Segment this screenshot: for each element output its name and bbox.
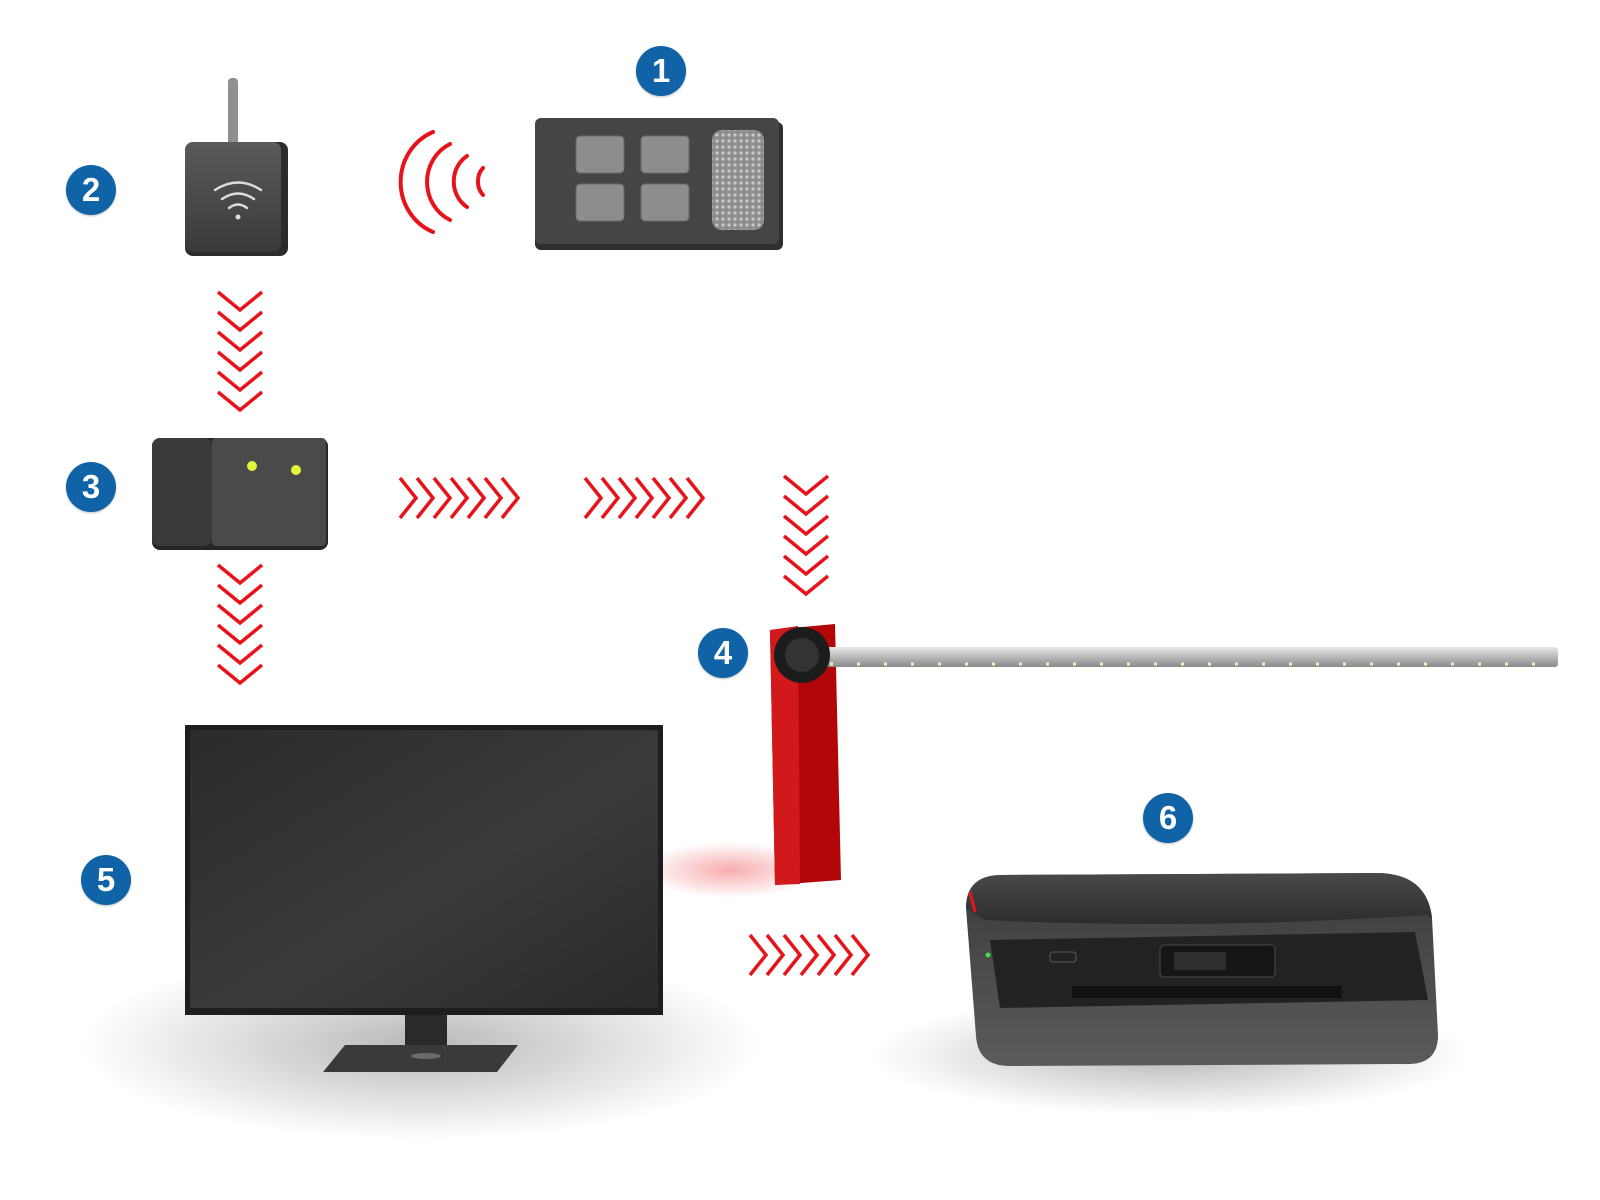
chevron-icon — [216, 290, 264, 313]
monitor-icon — [185, 725, 663, 1072]
wireless-receiver-icon — [185, 78, 288, 256]
keypad-remote-icon — [535, 118, 783, 250]
chevron-icon — [765, 933, 786, 977]
badge-2-label: 2 — [81, 171, 101, 208]
badge-5: 5 — [81, 855, 131, 905]
chevron-icon — [216, 563, 264, 586]
badge-3-label: 3 — [81, 468, 101, 505]
chevron-icon — [782, 554, 830, 577]
chevron-icon — [816, 933, 837, 977]
chevron-icon — [799, 933, 820, 977]
chevron-icon — [415, 476, 436, 520]
badge-4-label: 4 — [713, 634, 733, 671]
badge-6: 6 — [1143, 793, 1193, 843]
chevron-icon — [449, 476, 470, 520]
chevron-icon — [617, 476, 638, 520]
chevron-icon — [782, 494, 830, 517]
chevron-icon — [483, 476, 504, 520]
chevron-icon — [748, 933, 769, 977]
barrier-gate-icon — [770, 624, 1558, 885]
chevron-icon — [600, 476, 621, 520]
chevron-icon — [216, 583, 264, 606]
chevron-arrow-group-3 — [782, 474, 830, 597]
radio-waves-icon — [398, 130, 485, 234]
chevron-arrow-group-5 — [583, 476, 706, 520]
chevron-icon — [668, 476, 689, 520]
badge-1: 1 — [636, 46, 686, 96]
chevron-icon — [583, 476, 604, 520]
chevron-icon — [782, 474, 830, 497]
controller-box-icon — [152, 438, 328, 550]
chevron-icon — [466, 476, 487, 520]
chevron-icon — [432, 476, 453, 520]
chevron-icon — [685, 476, 706, 520]
chevron-icon — [850, 933, 871, 977]
printer-icon — [966, 873, 1438, 1066]
chevron-icon — [500, 476, 521, 520]
chevron-icon — [216, 603, 264, 626]
chevron-icon — [216, 370, 264, 393]
chevron-icon — [833, 933, 854, 977]
chevron-icon — [398, 476, 419, 520]
chevron-icon — [782, 514, 830, 537]
chevron-icon — [782, 933, 803, 977]
badge-2: 2 — [66, 165, 116, 215]
chevron-arrow-group-4 — [398, 476, 521, 520]
chevron-arrow-group-1 — [216, 290, 264, 413]
chevron-icon — [216, 390, 264, 413]
chevron-icon — [216, 330, 264, 353]
chevron-arrow-group-6 — [748, 933, 871, 977]
chevron-icon — [216, 623, 264, 646]
badge-4: 4 — [698, 628, 748, 678]
flow-arrows — [216, 290, 871, 977]
chevron-arrow-group-2 — [216, 563, 264, 686]
chevron-icon — [216, 643, 264, 666]
badge-1-label: 1 — [651, 52, 671, 89]
chevron-icon — [216, 350, 264, 373]
chevron-icon — [634, 476, 655, 520]
chevron-icon — [216, 310, 264, 333]
chevron-icon — [216, 663, 264, 686]
chevron-icon — [782, 574, 830, 597]
badge-6-label: 6 — [1158, 799, 1178, 836]
badge-5-label: 5 — [96, 861, 116, 898]
chevron-icon — [651, 476, 672, 520]
chevron-icon — [782, 534, 830, 557]
badge-3: 3 — [66, 462, 116, 512]
